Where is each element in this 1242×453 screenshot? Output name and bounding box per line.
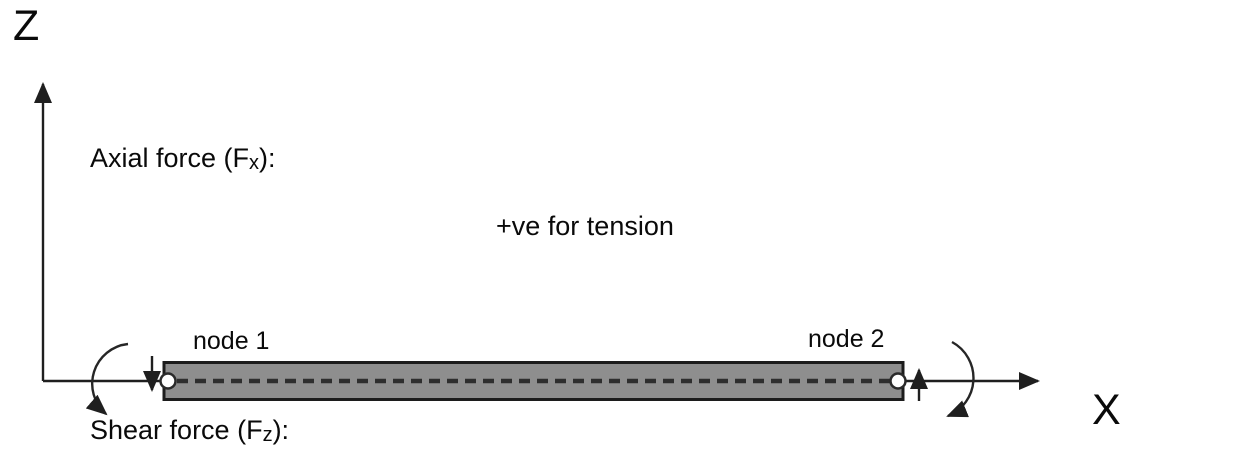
shear-force-label: Shear force (Fz): bbox=[90, 413, 496, 452]
x-axis-label: X bbox=[1092, 386, 1121, 434]
node1-rotation-arrow bbox=[85, 342, 129, 416]
z-axis-label: Z bbox=[13, 2, 39, 50]
axial-force-description: +ve for tension bbox=[496, 141, 1206, 311]
term-text: ): bbox=[272, 415, 290, 445]
description-line: +ve for tension bbox=[496, 211, 674, 241]
term-subscript: z bbox=[262, 424, 273, 446]
legend-row-shear-force: Shear force (Fz): +ve for node 2 moving … bbox=[90, 413, 1206, 453]
node2-marker bbox=[889, 372, 907, 390]
node1-label: node 1 bbox=[193, 327, 269, 355]
term-text: ): bbox=[259, 143, 276, 173]
axial-force-label: Axial force (Fx): bbox=[90, 141, 496, 180]
node2-rotation-arrow bbox=[946, 340, 975, 418]
node2-label: node 2 bbox=[808, 325, 884, 353]
sign-convention-legend: Axial force (Fx): +ve for tension Shear … bbox=[90, 39, 1206, 453]
legend-row-axial-force: Axial force (Fx): +ve for tension bbox=[90, 141, 1206, 311]
term-subscript: x bbox=[249, 152, 260, 174]
node1-marker bbox=[159, 372, 177, 390]
term-text: Shear force (F bbox=[90, 415, 263, 445]
term-text: Axial force (F bbox=[90, 143, 250, 173]
